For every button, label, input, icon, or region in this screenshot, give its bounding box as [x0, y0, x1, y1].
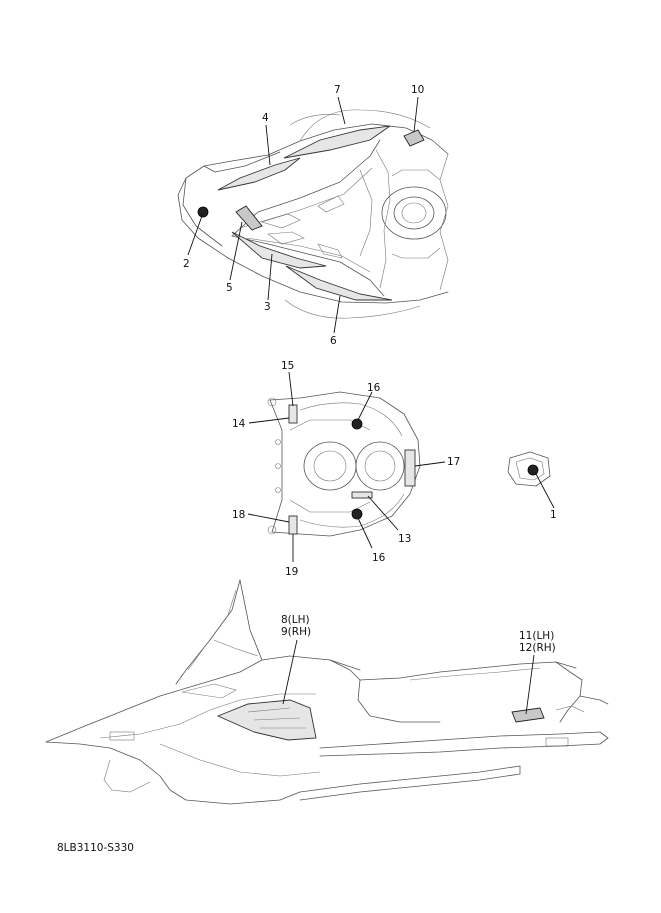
callout-12-rh: 12(RH)	[519, 642, 556, 654]
callout-6: 6	[330, 335, 337, 347]
callout-16-lower: 16	[372, 552, 386, 564]
callout-19: 19	[285, 566, 298, 578]
callout-10: 10	[411, 84, 424, 96]
hood-top-view	[177, 109, 449, 319]
callout-13: 13	[398, 533, 411, 545]
callout-16-upper: 16	[367, 382, 381, 394]
snowmobile-side-view	[45, 579, 609, 805]
callout-8-lh: 8(LH)	[281, 614, 310, 626]
callout-18: 18	[232, 509, 245, 521]
callout-1: 1	[550, 509, 557, 521]
callout-5: 5	[226, 282, 233, 294]
callout-17: 17	[447, 456, 460, 468]
callout-2: 2	[183, 258, 190, 270]
callout-11-lh: 11(LH)	[519, 630, 554, 642]
callout-7: 7	[334, 84, 341, 96]
callout-14: 14	[232, 418, 246, 430]
callout-9-rh: 9(RH)	[281, 626, 311, 638]
key-switch-part	[507, 451, 551, 487]
drawing-code: 8LB3110-S330	[57, 842, 134, 854]
callout-4: 4	[262, 112, 269, 124]
callout-3: 3	[264, 301, 271, 313]
console-top-view	[267, 391, 421, 537]
callout-15: 15	[281, 360, 294, 372]
